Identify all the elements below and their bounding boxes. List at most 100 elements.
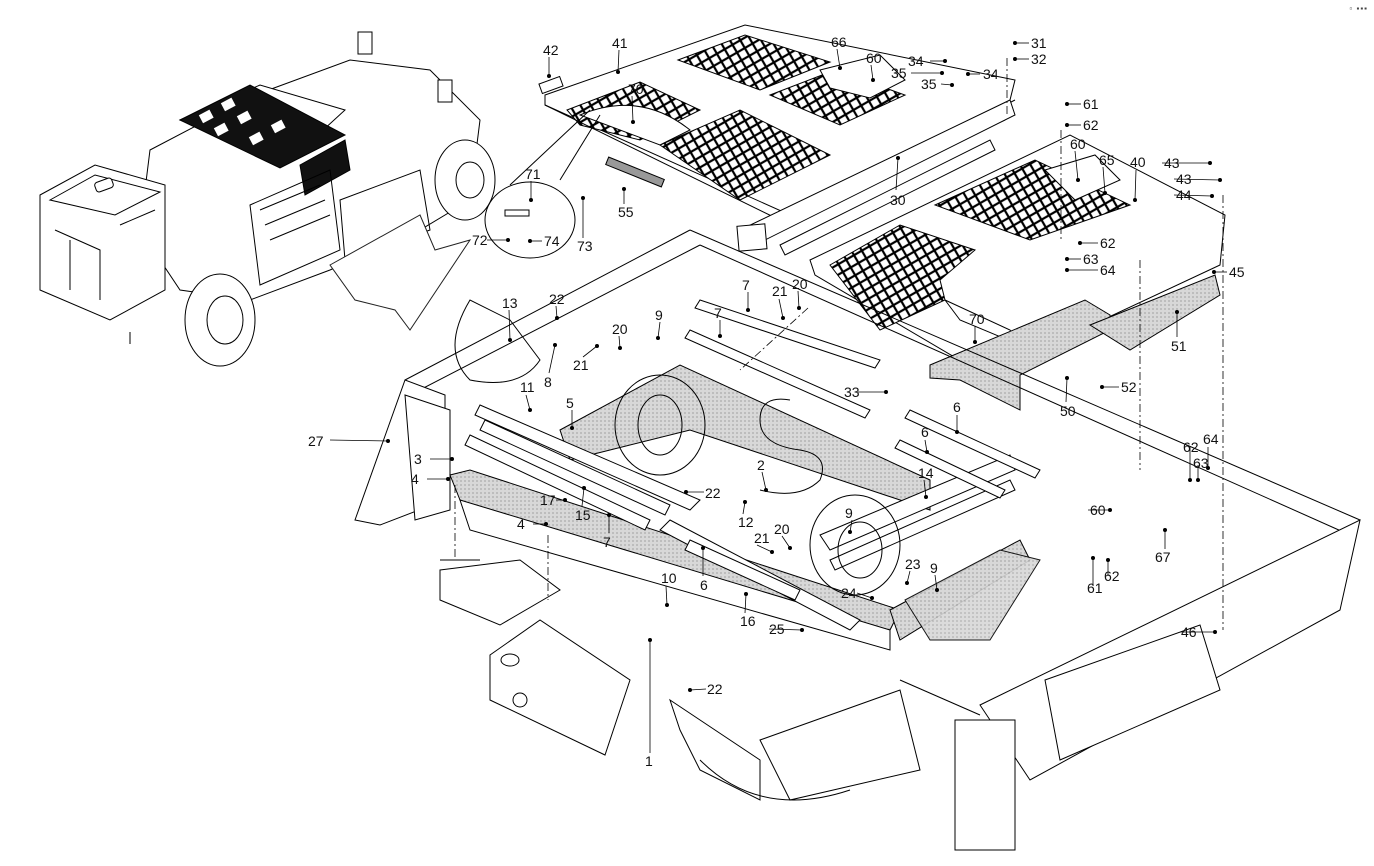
callout-20: 20 bbox=[612, 321, 628, 337]
leader-line bbox=[657, 321, 661, 339]
assembly-lines bbox=[454, 58, 1224, 630]
leader-line bbox=[742, 501, 746, 515]
callout-34: 34 bbox=[983, 66, 999, 82]
callout-31: 31 bbox=[1031, 35, 1047, 51]
leader-dot bbox=[744, 592, 749, 597]
leader-dot bbox=[1065, 256, 1070, 261]
leader-dot bbox=[1175, 309, 1180, 314]
leader-dot bbox=[955, 429, 960, 434]
leader-line bbox=[761, 471, 767, 491]
leader-dot bbox=[838, 66, 843, 71]
leader-dot bbox=[940, 71, 945, 76]
inner-rails bbox=[464, 299, 1041, 631]
callout-33: 33 bbox=[844, 384, 860, 400]
callout-7: 7 bbox=[714, 305, 722, 321]
callout-7: 7 bbox=[742, 277, 750, 293]
leader-dot bbox=[1210, 193, 1215, 198]
callout-55: 55 bbox=[618, 204, 634, 220]
leader-dot bbox=[607, 513, 612, 518]
callout-15: 15 bbox=[575, 507, 591, 523]
leader-line bbox=[548, 344, 556, 374]
callout-11: 11 bbox=[520, 379, 535, 395]
leader-dot bbox=[1065, 102, 1070, 107]
main-frame bbox=[354, 229, 1361, 851]
felt-pad-50 bbox=[929, 299, 1111, 411]
leader-line bbox=[617, 49, 620, 73]
leader-dot bbox=[1108, 507, 1113, 512]
leader-line bbox=[924, 439, 928, 453]
callout-35: 35 bbox=[921, 76, 937, 92]
grille-panel-40 bbox=[809, 134, 1226, 376]
leader-dot bbox=[570, 425, 575, 430]
callout-6: 6 bbox=[953, 399, 961, 415]
corner-menu-icon[interactable]: ▫ ▪▪▪ bbox=[1349, 4, 1368, 13]
overview-machine bbox=[39, 31, 496, 367]
leader-line bbox=[856, 592, 873, 599]
callout-62: 62 bbox=[1183, 439, 1199, 455]
leader-line bbox=[1173, 194, 1213, 197]
callout-7: 7 bbox=[603, 534, 611, 550]
leader-dot bbox=[684, 489, 689, 494]
watermark bbox=[454, 299, 901, 596]
callout-9: 9 bbox=[845, 505, 853, 521]
callout-74: 74 bbox=[544, 233, 560, 249]
leader-dot bbox=[718, 333, 723, 338]
leader-dot bbox=[1091, 556, 1096, 561]
callout-16: 16 bbox=[740, 613, 756, 629]
leader-line bbox=[781, 535, 791, 549]
leader-line bbox=[329, 439, 389, 442]
leader-line bbox=[508, 309, 511, 341]
leader-dot bbox=[1065, 267, 1070, 272]
callout-50: 50 bbox=[1060, 403, 1076, 419]
leader-dot bbox=[1188, 477, 1193, 482]
leader-dot bbox=[563, 497, 568, 502]
leader-line bbox=[778, 298, 784, 319]
leader-dot bbox=[950, 83, 955, 88]
callout-61: 61 bbox=[1083, 96, 1099, 112]
leader-line bbox=[1134, 169, 1137, 201]
callout-23: 23 bbox=[905, 556, 921, 572]
callout-3: 3 bbox=[414, 451, 422, 467]
leader-dot bbox=[788, 546, 793, 551]
callout-62: 62 bbox=[1100, 235, 1116, 251]
leader-dot bbox=[1065, 375, 1070, 380]
callout-10: 10 bbox=[661, 570, 677, 586]
callout-72: 72 bbox=[472, 232, 488, 248]
leader-dot bbox=[797, 305, 802, 310]
leader-dot bbox=[848, 530, 853, 535]
felt-pad-51 bbox=[1088, 274, 1221, 351]
callout-64: 64 bbox=[1100, 262, 1116, 278]
leader-dot bbox=[1196, 477, 1201, 482]
leader-dot bbox=[1100, 384, 1105, 389]
callout-12: 12 bbox=[738, 514, 754, 530]
callout-51: 51 bbox=[1171, 338, 1187, 354]
leader-dot bbox=[582, 485, 587, 490]
callout-21: 21 bbox=[754, 530, 770, 546]
callout-4: 4 bbox=[411, 471, 419, 487]
pin-72 bbox=[504, 209, 530, 217]
leader-dot bbox=[528, 407, 533, 412]
leader-dot bbox=[1076, 177, 1081, 182]
leader-dot bbox=[924, 494, 929, 499]
leader-line bbox=[756, 544, 773, 553]
callout-62: 62 bbox=[1104, 568, 1120, 584]
callout-17: 17 bbox=[540, 492, 556, 508]
callout-2: 2 bbox=[757, 457, 765, 473]
leader-dot bbox=[1106, 558, 1111, 563]
callout-30: 30 bbox=[890, 192, 906, 208]
seal-strip-55 bbox=[605, 156, 665, 188]
leader-line bbox=[581, 487, 585, 507]
leader-dot bbox=[764, 487, 769, 492]
leader-dot bbox=[547, 74, 552, 79]
leader-line bbox=[768, 628, 803, 631]
leader-line bbox=[1102, 166, 1106, 194]
leader-dot bbox=[871, 78, 876, 83]
callout-43: 43 bbox=[1164, 155, 1180, 171]
callout-44: 44 bbox=[1176, 187, 1192, 203]
leader-line bbox=[906, 570, 911, 584]
callout-70: 70 bbox=[969, 311, 985, 327]
callout-52: 52 bbox=[1121, 379, 1137, 395]
callout-63: 63 bbox=[1193, 455, 1209, 471]
